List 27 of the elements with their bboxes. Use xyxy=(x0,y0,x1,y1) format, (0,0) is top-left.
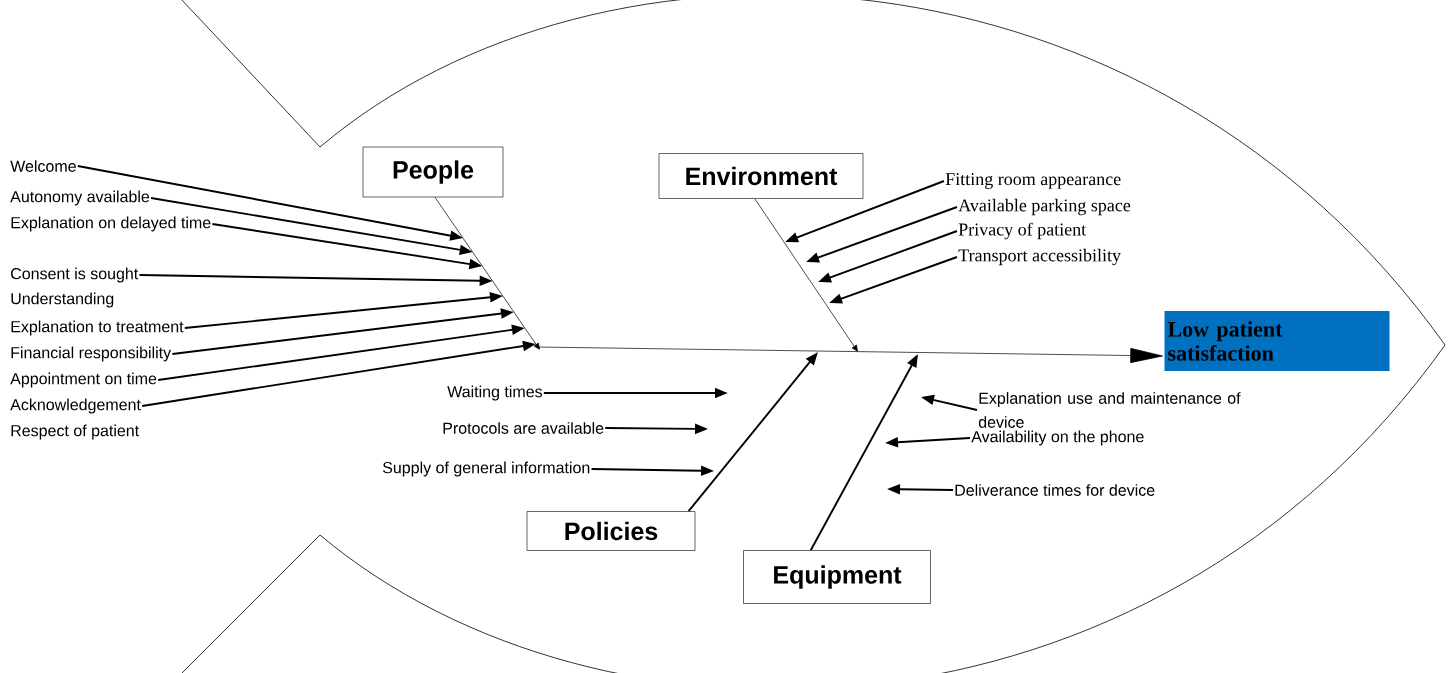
cause-label: Appointment on time xyxy=(10,372,157,388)
category-box: Policies xyxy=(526,511,696,551)
cause-label: Protocols are available xyxy=(443,422,604,434)
cause-label: Respect of patient xyxy=(11,424,140,440)
cause-label: Availability on the phone xyxy=(971,430,1144,446)
cause-label: Supply of general information xyxy=(382,461,590,477)
cause-label: Explanation to treatment xyxy=(11,320,184,336)
effect-box: Low patient satisfaction xyxy=(1164,311,1390,371)
cause-label: Transport accessibility xyxy=(958,248,1121,266)
cause-label: Explanation use and maintenance of device xyxy=(978,392,1241,428)
cause-label: Available parking space xyxy=(958,198,1131,216)
arrow xyxy=(434,196,540,350)
arrow xyxy=(754,198,858,352)
cause-label: Privacy of patient xyxy=(958,222,1087,240)
cause-label: Deliverance times for device xyxy=(955,484,1155,496)
category-box: People xyxy=(362,146,504,198)
cause-label: Welcome xyxy=(10,160,76,172)
cause-label: Acknowledgement xyxy=(10,398,141,414)
cause-label: Explanation on delayed time xyxy=(11,216,211,232)
cause-label: Consent is sought xyxy=(11,267,139,283)
category-box: Equipment xyxy=(743,550,931,604)
cause-label: Waiting times xyxy=(447,385,543,401)
cause-label: Fitting room appearance xyxy=(945,173,1121,189)
category-box: Environment xyxy=(658,153,864,199)
cause-label: Autonomy available xyxy=(10,190,150,206)
cause-label: Financial responsibility xyxy=(11,346,172,362)
cause-label: Understanding xyxy=(11,292,114,308)
